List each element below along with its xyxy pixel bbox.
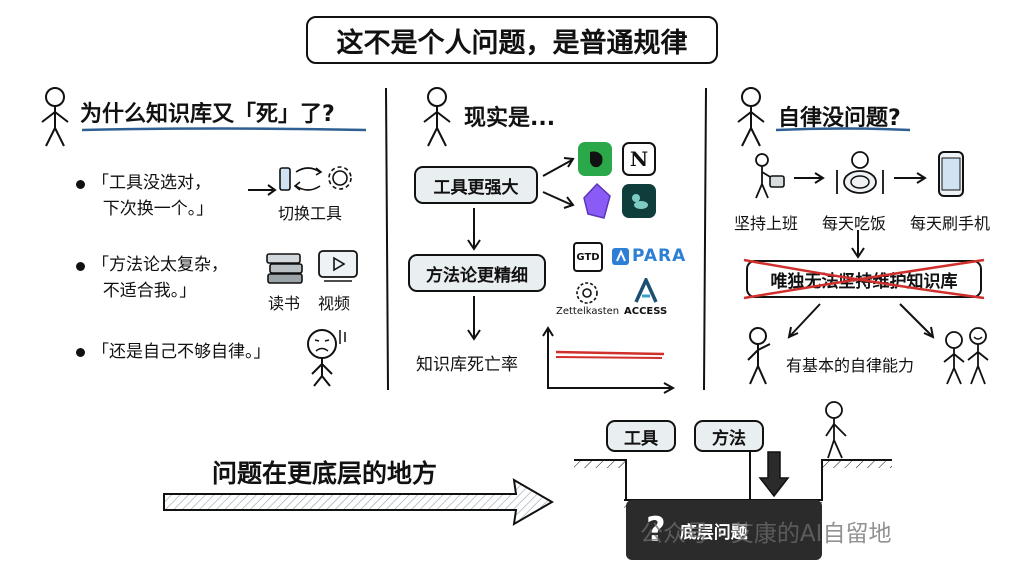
switch-tools-icon [248, 166, 352, 196]
switch-tools-label: 切换工具 [278, 204, 343, 223]
zettelkasten-icon [576, 282, 598, 304]
ground-method-box: 方法 [694, 420, 764, 452]
books-label: 读书 [268, 294, 301, 313]
quote-discipline: 「还是自己不够自律。」 [92, 342, 271, 362]
para-logo-icon [612, 248, 629, 265]
stick-figure-icon [747, 327, 771, 385]
red-cross-mark [743, 258, 985, 300]
root-cause-text: 问题在更底层的地方 [212, 459, 438, 488]
quote-method: 「方法论太复杂， 不适合我。」 [92, 255, 228, 301]
books-icon [266, 253, 303, 284]
step-eat-label: 每天吃饭 [822, 214, 887, 233]
middle-heading: 现实是... [464, 106, 556, 131]
step-phone-label: 每天刷手机 [910, 214, 991, 233]
logseq-icon [622, 184, 656, 218]
ability-label: 有基本的自律能力 [786, 356, 915, 375]
root-problem-label: 底层问题 [679, 522, 748, 543]
method-finer-box: 方法论更精细 [408, 254, 546, 292]
zettelkasten-label: Zettelkasten [556, 306, 620, 317]
right-heading: 自律没问题? [778, 106, 901, 131]
question-mark-icon: ? [646, 510, 666, 550]
quote-tool: 「工具没选对， 下次换一个。」 [92, 173, 214, 219]
left-heading: 为什么知识库又「死」了? [80, 102, 335, 127]
gtd-logo: GTD [573, 242, 603, 272]
evernote-icon [578, 142, 612, 176]
para-logo: PARA [632, 246, 687, 266]
stick-figure-icon [737, 87, 765, 147]
video-label: 视频 [318, 294, 351, 313]
death-rate-label: 知识库死亡率 [416, 355, 518, 375]
two-people-icon [943, 327, 989, 385]
bullet [76, 348, 85, 357]
left-heading-underline [81, 127, 367, 132]
obsidian-icon [583, 182, 611, 219]
page-title: 这不是个人问题，是普通规律 [306, 16, 718, 64]
video-icon [318, 250, 358, 282]
ground-tool-box: 工具 [606, 420, 676, 452]
big-arrow [163, 478, 554, 526]
meal-icon [836, 151, 884, 194]
sad-figure-icon [307, 329, 346, 387]
right-heading-underline [775, 127, 911, 132]
root-problem-box: ? 底层问题 [626, 500, 822, 560]
commuter-icon [755, 153, 785, 199]
stick-figure-icon [423, 87, 451, 147]
bullet [76, 262, 85, 271]
access-label: ACCESS [624, 306, 668, 317]
stick-figure-icon [41, 87, 69, 147]
step-work-label: 坚持上班 [734, 214, 799, 233]
bullet [76, 180, 85, 189]
tools-stronger-box: 工具更强大 [414, 166, 538, 204]
notion-icon: N [622, 142, 656, 176]
watermark: 公众号 · 艾康的AI自留地 [640, 521, 892, 547]
access-icon [634, 278, 658, 303]
phone-icon [938, 151, 964, 197]
